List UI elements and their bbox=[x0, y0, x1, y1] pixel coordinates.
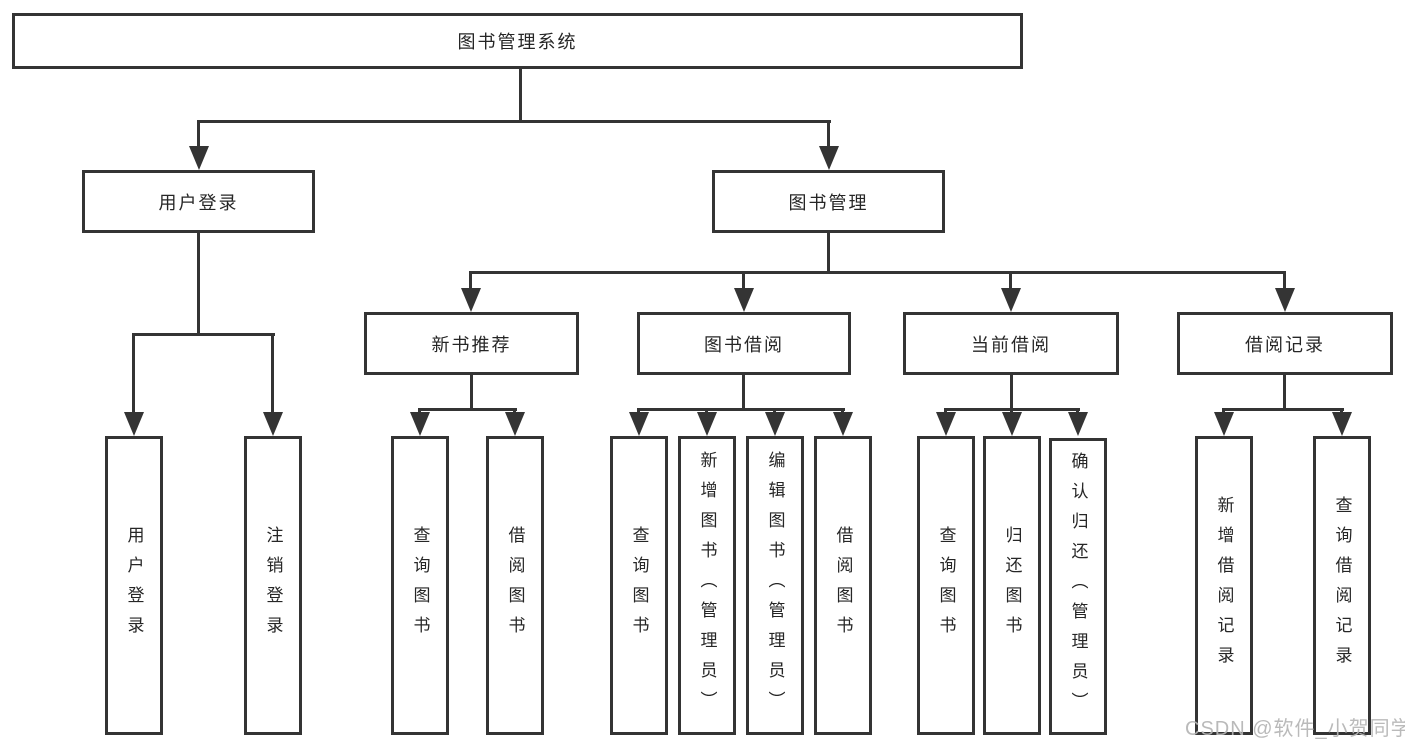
arrow-down-icon bbox=[697, 412, 717, 436]
arrow-down-icon bbox=[936, 412, 956, 436]
arrow-down-icon bbox=[1068, 412, 1088, 436]
leaf-current-confirm-return-admin: 确认归还（管理员） bbox=[1049, 438, 1107, 735]
arrow-down-icon bbox=[1214, 412, 1234, 436]
arrow-down-icon bbox=[263, 412, 283, 436]
arrow-down-icon bbox=[505, 412, 525, 436]
arrow-down-icon bbox=[833, 412, 853, 436]
connector-line bbox=[470, 375, 473, 411]
connector-line bbox=[742, 375, 745, 411]
connector-line bbox=[197, 120, 200, 148]
arrow-down-icon bbox=[1001, 288, 1021, 312]
connector-line bbox=[1222, 408, 1344, 411]
connector-line bbox=[197, 120, 831, 123]
leaf-recommend-query-books: 查询图书 bbox=[391, 436, 449, 735]
connector-line bbox=[197, 233, 200, 336]
connector-line bbox=[1283, 375, 1286, 411]
connector-line bbox=[132, 333, 275, 336]
connector-line bbox=[418, 408, 517, 411]
leaf-records-query-record: 查询借阅记录 bbox=[1313, 436, 1371, 735]
arrow-down-icon bbox=[819, 146, 839, 170]
arrow-down-icon bbox=[124, 412, 144, 436]
leaf-borrowing-add-books-admin: 新增图书（管理员） bbox=[678, 436, 736, 735]
node-new-book-recommend: 新书推荐 bbox=[364, 312, 579, 375]
leaf-recommend-borrow-books: 借阅图书 bbox=[486, 436, 544, 735]
arrow-down-icon bbox=[1002, 412, 1022, 436]
leaf-current-query-books: 查询图书 bbox=[917, 436, 975, 735]
arrow-down-icon bbox=[461, 288, 481, 312]
arrow-down-icon bbox=[734, 288, 754, 312]
arrow-down-icon bbox=[1332, 412, 1352, 436]
arrow-down-icon bbox=[629, 412, 649, 436]
arrow-down-icon bbox=[765, 412, 785, 436]
connector-line bbox=[469, 271, 472, 290]
leaf-logout-login: 注销登录 bbox=[244, 436, 302, 735]
connector-line bbox=[827, 120, 830, 148]
connector-line bbox=[519, 69, 522, 123]
connector-line bbox=[1283, 271, 1286, 290]
leaf-records-add-record: 新增借阅记录 bbox=[1195, 436, 1253, 735]
leaf-current-return-books: 归还图书 bbox=[983, 436, 1041, 735]
node-current-borrowing: 当前借阅 bbox=[903, 312, 1119, 375]
node-user-login: 用户登录 bbox=[82, 170, 315, 233]
connector-line bbox=[827, 233, 830, 274]
node-book-management: 图书管理 bbox=[712, 170, 945, 233]
connector-line bbox=[469, 271, 1286, 274]
arrow-down-icon bbox=[410, 412, 430, 436]
csdn-watermark: CSDN @软件_小贺同学 bbox=[1185, 718, 1405, 740]
arrow-down-icon bbox=[189, 146, 209, 170]
leaf-borrowing-query-books: 查询图书 bbox=[610, 436, 668, 735]
connector-line bbox=[132, 333, 135, 414]
leaf-borrowing-edit-books-admin: 编辑图书（管理员） bbox=[746, 436, 804, 735]
connector-line bbox=[637, 408, 845, 411]
node-library-management-system: 图书管理系统 bbox=[12, 13, 1023, 69]
leaf-user-login: 用户登录 bbox=[105, 436, 163, 735]
node-book-borrowing: 图书借阅 bbox=[637, 312, 851, 375]
leaf-borrowing-borrow-books: 借阅图书 bbox=[814, 436, 872, 735]
node-borrowing-records: 借阅记录 bbox=[1177, 312, 1393, 375]
connector-line bbox=[1010, 375, 1013, 411]
connector-line bbox=[1009, 271, 1012, 290]
arrow-down-icon bbox=[1275, 288, 1295, 312]
connector-line bbox=[742, 271, 745, 290]
connector-line bbox=[271, 333, 274, 414]
